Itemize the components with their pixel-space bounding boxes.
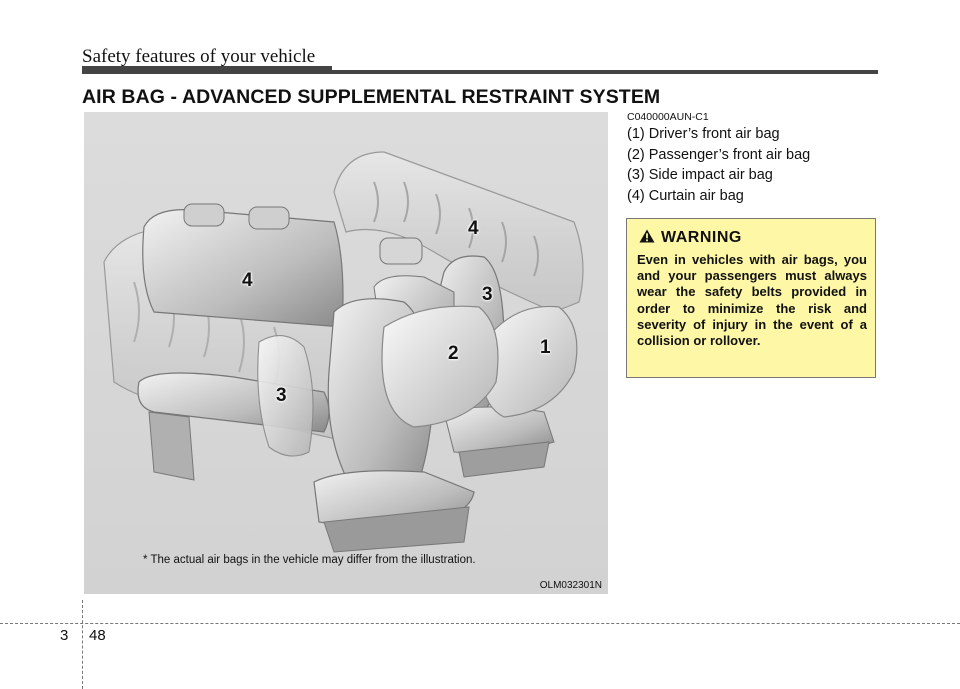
figure-disclaimer: * The actual air bags in the vehicle may… xyxy=(143,554,476,566)
list-item: (4) Curtain air bag xyxy=(627,187,744,204)
header-rule xyxy=(82,70,878,74)
footer-divider xyxy=(82,600,83,689)
warning-triangle-icon xyxy=(639,229,655,248)
callout-passenger: 2 xyxy=(448,343,459,364)
warning-title: WARNING xyxy=(661,229,742,246)
page-number: 48 xyxy=(89,627,106,644)
airbag-list: (1) Driver’s front air bag (2) Passenger… xyxy=(627,124,810,206)
list-item: (3) Side impact air bag xyxy=(627,167,773,183)
callout-curtain-left: 4 xyxy=(242,270,253,291)
reference-code: C040000AUN-C1 xyxy=(627,111,709,123)
section-title: AIR BAG - ADVANCED SUPPLEMENTAL RESTRAIN… xyxy=(82,86,661,108)
figure-code: OLM032301N xyxy=(539,580,602,591)
callout-curtain-right: 4 xyxy=(468,218,479,239)
seat-airbag-drawing xyxy=(103,151,584,553)
callout-side-right: 3 xyxy=(482,284,493,305)
callout-side-left: 3 xyxy=(276,385,287,406)
chapter-number: 3 xyxy=(60,627,69,644)
list-item: (2) Passenger’s front air bag xyxy=(627,146,811,163)
callout-driver: 1 xyxy=(540,337,551,358)
running-header: Safety features of your vehicle xyxy=(82,46,316,67)
warning-text: Even in vehicles with air bags, you and … xyxy=(637,252,867,349)
list-item: (1) Driver’s front air bag xyxy=(627,126,780,142)
airbag-illustration: 4 4 3 3 2 1 * The actual air bags in the… xyxy=(84,112,608,594)
footer-rule xyxy=(0,623,960,624)
warning-heading: WARNING xyxy=(639,229,742,248)
warning-box: WARNING Even in vehicles with air bags, … xyxy=(626,218,876,378)
